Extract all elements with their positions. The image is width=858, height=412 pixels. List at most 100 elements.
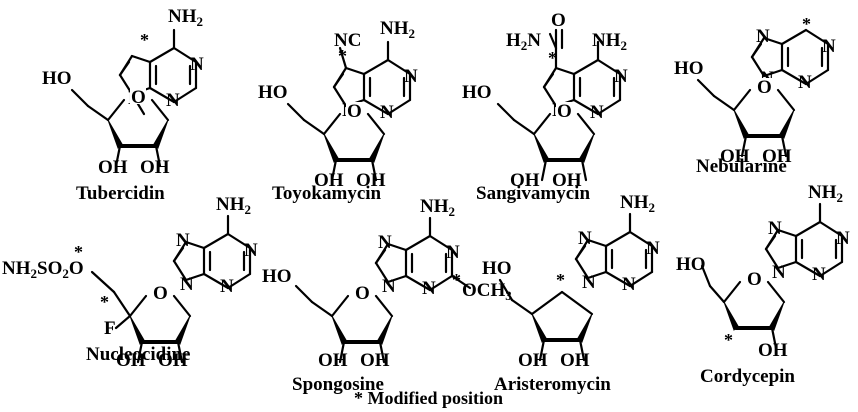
nucleocidine-modified-asterisk-c4: *: [100, 292, 109, 312]
sangivamycin-modified-asterisk: *: [548, 48, 557, 68]
spongosine-name: Spongosine: [292, 374, 384, 395]
sangivamycin-carbonyl-o-label: O: [551, 10, 566, 31]
ring-oxygen-label: O: [131, 87, 146, 108]
cordycepin-amine-label: NH2: [808, 182, 843, 205]
tubercidin-modified-asterisk: *: [140, 30, 149, 50]
cordycepin-ho-label: HO: [676, 254, 706, 275]
ring-oxygen-label: O: [355, 283, 370, 304]
cordycepin-name: Cordycepin: [700, 366, 795, 387]
tubercidin-oh-label-left: OH: [98, 157, 128, 178]
toyokamycin-n-label-2: N: [380, 102, 394, 123]
tubercidin-sugar: [70, 88, 170, 168]
aristeromycin-oh-label-right: OH: [560, 350, 590, 371]
sangivamycin-amide-label: H2N: [506, 30, 541, 53]
nebularine-n-label-2: N: [822, 36, 836, 57]
aristeromycin-amine-label: NH2: [620, 192, 655, 215]
cordycepin-n-label-3: N: [812, 264, 826, 285]
nucleocidine-ch2-bond: [90, 270, 116, 294]
nucleocidine-sulfamoyl-label: NH2SO2O: [2, 258, 84, 281]
sangivamycin-ho-label: HO: [462, 82, 492, 103]
ring-oxygen-label: O: [347, 101, 362, 122]
cordycepin-oh-label: OH: [758, 340, 788, 361]
toyokamycin-modified-asterisk: *: [338, 46, 347, 66]
nucleocidine-amine-label: NH2: [216, 194, 251, 217]
sangivamycin-n-label: N: [614, 66, 628, 87]
spongosine-oh-label-right: OH: [360, 350, 390, 371]
toyokamycin-nitrile-label: NC: [334, 30, 361, 51]
nucleocidine-structure: [172, 214, 252, 290]
sangivamycin-name: Sangivamycin: [476, 183, 590, 204]
ring-oxygen-knockout: [354, 284, 370, 300]
nucleocidine-name: Nucleocidine: [86, 344, 191, 365]
aristeromycin-modified-asterisk: *: [556, 270, 565, 290]
toyokamycin-oh-label-left: OH: [314, 170, 344, 191]
nebularine-name: Nebularine: [696, 156, 787, 177]
cordycepin-modified-asterisk: *: [724, 330, 733, 350]
toyokamycin-n-label: N: [404, 66, 418, 87]
nucleocidine-oh-label-right: OH: [158, 350, 188, 371]
sangivamycin-oh-label-right: OH: [552, 170, 582, 191]
aristeromycin-carbocycle: [498, 278, 594, 362]
nucleocidine-n-label-2: N: [244, 240, 258, 261]
nucleocidine-sugar: [112, 290, 192, 364]
toyokamycin-amine-label: NH2: [380, 18, 415, 41]
nebularine-ho-label: HO: [674, 58, 704, 79]
aristeromycin-n-label: N: [578, 228, 592, 249]
nebularine-sugar: [696, 78, 796, 158]
toyokamycin-structure: [332, 40, 412, 116]
cordycepin-n-label-2: N: [836, 228, 850, 249]
aristeromycin-structure: [574, 212, 654, 288]
spongosine-modified-asterisk: *: [452, 270, 461, 290]
ring-oxygen-knockout: [346, 102, 362, 118]
ring-oxygen-label: O: [557, 101, 572, 122]
aristeromycin-n-label-3: N: [622, 274, 636, 295]
nebularine-n-label: N: [756, 26, 770, 47]
nebularine-oh-label-right: OH: [762, 146, 792, 167]
tubercidin-ho-label: HO: [42, 68, 72, 89]
ring-oxygen-label: O: [153, 283, 168, 304]
tubercidin-name: Tubercidin: [76, 183, 165, 204]
spongosine-n-label: N: [378, 232, 392, 253]
toyokamycin-ho-label: HO: [258, 82, 288, 103]
ring-oxygen-knockout: [746, 270, 762, 286]
ring-oxygen-knockout: [556, 102, 572, 118]
spongosine-n-label-3: N: [422, 278, 436, 299]
ring-oxygen-knockout: [152, 284, 168, 300]
spongosine-amine-label: NH2: [420, 196, 455, 219]
toyokamycin-sugar: [286, 102, 386, 182]
nebularine-n-label-3: N: [798, 72, 812, 93]
cordycepin-sugar: [700, 264, 786, 350]
toyokamycin-oh-label-right: OH: [356, 170, 386, 191]
ring-oxygen-label: O: [757, 77, 772, 98]
tubercidin-oh-label-right: OH: [140, 157, 170, 178]
nebularine-structure: [750, 28, 830, 86]
aristeromycin-name: Aristeromycin: [494, 374, 611, 395]
cordycepin-structure: [764, 202, 844, 278]
cordycepin-n-label-4: N: [772, 262, 786, 283]
sangivamycin-sugar: [496, 102, 596, 182]
ring-oxygen-knockout: [756, 78, 772, 94]
ring-oxygen-label: O: [747, 269, 762, 290]
sangivamycin-n-label-2: N: [590, 102, 604, 123]
nucleocidine-n-label-4: N: [180, 274, 194, 295]
aristeromycin-n-label-4: N: [582, 272, 596, 293]
nucleocidine-oh-label-left: OH: [116, 350, 146, 371]
spongosine-methoxy-label: OCH3: [462, 280, 512, 303]
tubercidin-n-label: N: [190, 54, 204, 75]
spongosine-oh-label-left: OH: [318, 350, 348, 371]
aristeromycin-ho-label: HO: [482, 258, 512, 279]
toyokamycin-name: Toyokamycin: [272, 183, 382, 204]
nucleocidine-modified-asterisk-o: *: [74, 242, 83, 262]
aristeromycin-n-label-2: N: [646, 238, 660, 259]
spongosine-n-label-4: N: [382, 276, 396, 297]
nucleocidine-n-label: N: [176, 230, 190, 251]
nucleocidine-f-label: F: [104, 318, 116, 339]
aristeromycin-oh-label-left: OH: [518, 350, 548, 371]
footnote-modified-position: * Modified position: [354, 388, 503, 408]
spongosine-ho-label: HO: [262, 266, 292, 287]
cordycepin-n-label: N: [768, 218, 782, 239]
ring-oxygen-knockout: [130, 88, 146, 104]
spongosine-structure: [374, 216, 472, 292]
spongosine-n-label-2: N: [446, 242, 460, 263]
